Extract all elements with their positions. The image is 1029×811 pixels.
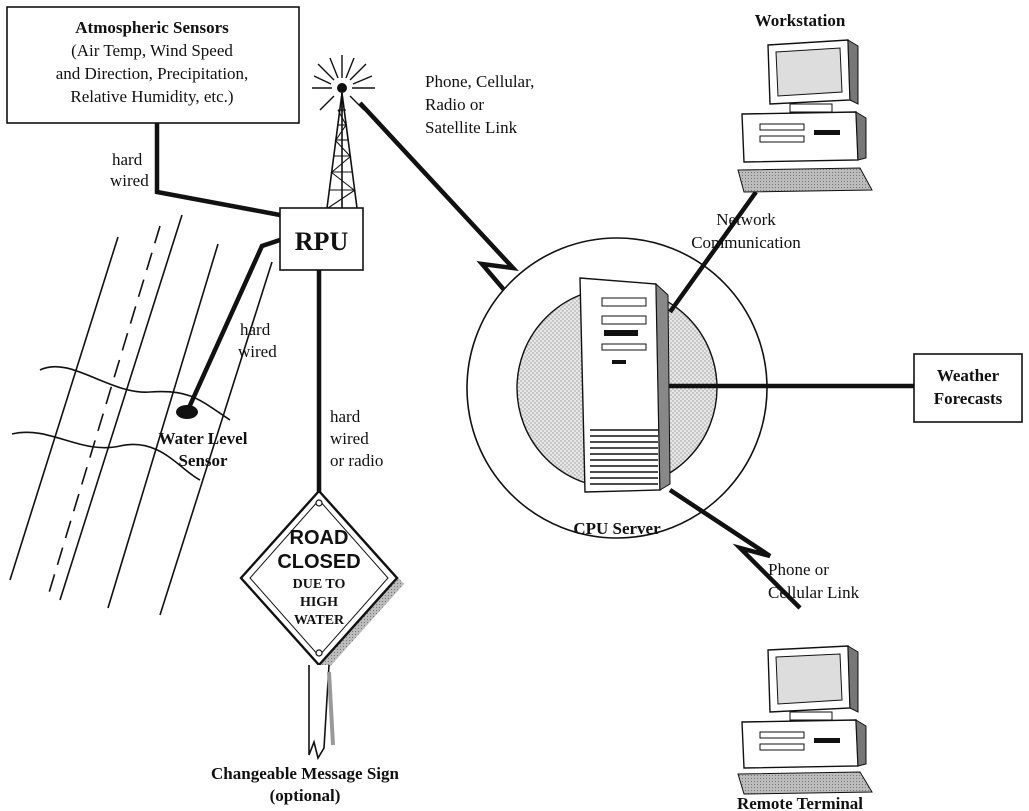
network-label-1: Network [716, 210, 776, 229]
atmospheric-sensors-title: Atmospheric Sensors [75, 18, 229, 37]
rpu-box [279, 207, 364, 271]
hard-wired-label-1a: hard [112, 150, 143, 169]
atmospheric-sensors-line-1: (Air Temp, Wind Speed [71, 41, 233, 60]
river-channel [9, 214, 273, 616]
sign-text-closed: CLOSED [277, 551, 360, 573]
phone-link-label-1: Phone or [768, 560, 829, 579]
cpu-server-label: CPU Server [573, 519, 661, 538]
atmospheric-to-rpu-wire [154, 123, 281, 218]
sign-link-label-a: hard [330, 407, 361, 426]
weather-forecasts-label-2: Forecasts [934, 389, 1003, 408]
water-level-sensor-marker [176, 405, 198, 419]
network-label-2: Communication [691, 233, 801, 252]
phone-link-label-2: Cellular Link [768, 583, 860, 602]
radio-link-label-1: Phone, Cellular, [425, 72, 534, 91]
water-level-sensor-label-1: Water Level [159, 429, 248, 448]
sign-link-label-c: or radio [330, 451, 383, 470]
radio-tower [312, 55, 375, 209]
rpu-label: RPU [295, 227, 349, 256]
server-to-remote-link [668, 488, 802, 610]
atmospheric-sensors-line-3: Relative Humidity, etc.) [70, 87, 233, 106]
hard-wired-label-2a: hard [240, 320, 271, 339]
changeable-message-sign: ROAD CLOSED DUE TO HIGH WATER [239, 489, 404, 761]
water-level-sensor-label-2: Sensor [178, 451, 228, 470]
atmospheric-sensors-line-2: and Direction, Precipitation, [56, 64, 249, 83]
atmospheric-sensors-box: Atmospheric Sensors (Air Temp, Wind Spee… [6, 6, 300, 124]
workstation-label: Workstation [755, 11, 846, 30]
cpu-server-icon [579, 277, 671, 493]
hard-wired-label-1b: wired [110, 171, 149, 190]
workstation-computer-icon [737, 39, 873, 193]
sign-text-road: ROAD [290, 527, 349, 549]
radio-link-label-2: Radio or [425, 95, 484, 114]
remote-terminal-computer-icon [737, 645, 873, 795]
sign-link-label-b: wired [330, 429, 369, 448]
sign-text-high: HIGH [300, 595, 338, 610]
sign-caption-2: (optional) [270, 786, 341, 805]
remote-terminal-label: Remote Terminal [737, 794, 863, 811]
weather-forecasts-label-1: Weather [937, 366, 1000, 385]
weather-forecasts-box [913, 353, 1023, 423]
radio-link-label-3: Satellite Link [425, 118, 518, 137]
sign-text-due-to: DUE TO [293, 577, 346, 592]
sign-caption-1: Changeable Message Sign [211, 764, 400, 783]
hard-wired-label-2b: wired [238, 342, 277, 361]
server-to-workstation-link [668, 190, 758, 314]
rpu-to-water-sensor-wire [184, 237, 281, 413]
sign-text-water: WATER [294, 613, 345, 628]
